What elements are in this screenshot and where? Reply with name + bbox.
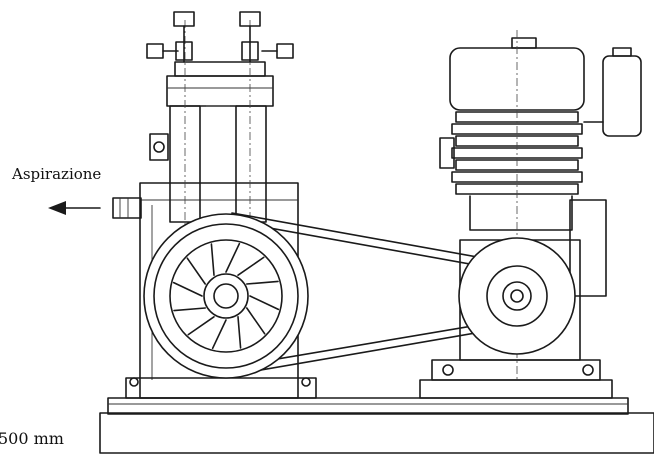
flywheel-spoke: [249, 295, 280, 311]
flywheel: [143, 213, 309, 379]
flywheel-spoke: [172, 281, 203, 297]
base-plate: [99, 397, 654, 454]
flywheel-spoke: [211, 319, 227, 350]
flywheel-spoke: [173, 307, 207, 312]
flywheel-spoke: [245, 307, 266, 335]
flywheel-spoke: [237, 256, 265, 277]
flywheel-spoke: [225, 242, 241, 273]
intake-label: Aspirazione: [12, 165, 102, 183]
flywheel-spoke: [210, 243, 215, 277]
flywheel-spoke: [187, 315, 215, 336]
scale-label: 500 mm: [0, 429, 64, 448]
flywheel-spoke: [186, 257, 207, 285]
electric-motor: [439, 30, 642, 380]
pump-cylinder: [149, 20, 274, 230]
cylinder-bolts: [146, 11, 294, 63]
intake-port: [112, 197, 142, 219]
flywheel-spoke: [245, 280, 279, 285]
motor-pulley: [419, 237, 613, 399]
flywheel-spoke: [237, 315, 242, 349]
arrow-left-icon: [48, 201, 101, 215]
